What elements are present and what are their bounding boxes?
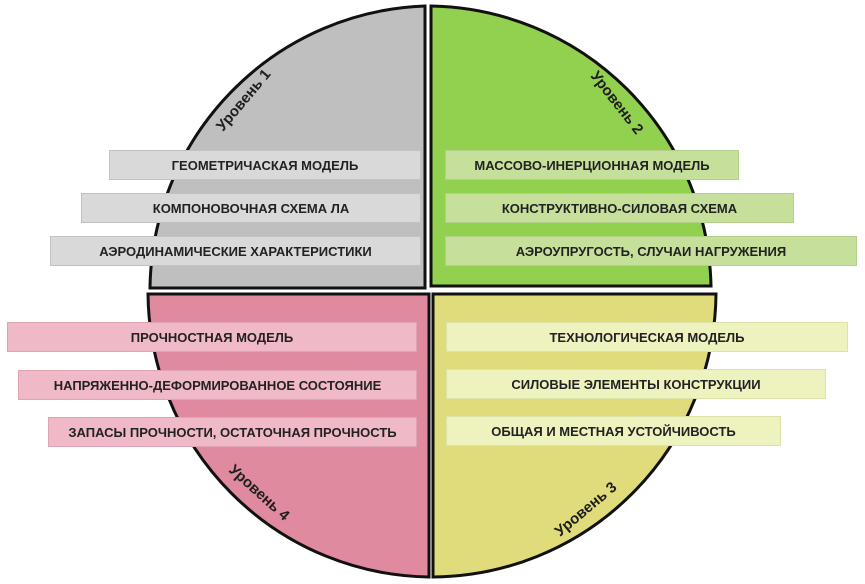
box-layout-scheme: КОМПОНОВОЧНАЯ СХЕМА ЛА <box>81 193 421 223</box>
box-structural-elements: СИЛОВЫЕ ЭЛЕМЕНТЫ КОНСТРУКЦИИ <box>446 369 826 399</box>
box-geometric-model: ГЕОМЕТРИЧАСКАЯ МОДЕЛЬ <box>109 150 421 180</box>
box-stability: ОБЩАЯ И МЕСТНАЯ УСТОЙЧИВОСТЬ <box>446 416 781 446</box>
box-stress-strain-state: НАПРЯЖЕННО-ДЕФОРМИРОВАННОЕ СОСТОЯНИЕ <box>18 370 417 400</box>
box-strength-margins: ЗАПАСЫ ПРОЧНОСТИ, ОСТАТОЧНАЯ ПРОЧНОСТЬ <box>48 417 417 447</box>
box-strength-model: ПРОЧНОСТНАЯ МОДЕЛЬ <box>7 322 417 352</box>
box-technological-model: ТЕХНОЛОГИЧЕСКАЯ МОДЕЛЬ <box>446 322 848 352</box>
box-structural-scheme: КОНСТРУКТИВНО-СИЛОВАЯ СХЕМА <box>445 193 794 223</box>
box-aerodynamic-characteristics: АЭРОДИНАМИЧЕСКИЕ ХАРАКТЕРИСТИКИ <box>50 236 421 266</box>
box-mass-inertia-model: МАССОВО-ИНЕРЦИОННАЯ МОДЕЛЬ <box>445 150 739 180</box>
box-aeroelasticity-loads: АЭРОУПРУГОСТЬ, СЛУЧАИ НАГРУЖЕНИЯ <box>445 236 857 266</box>
